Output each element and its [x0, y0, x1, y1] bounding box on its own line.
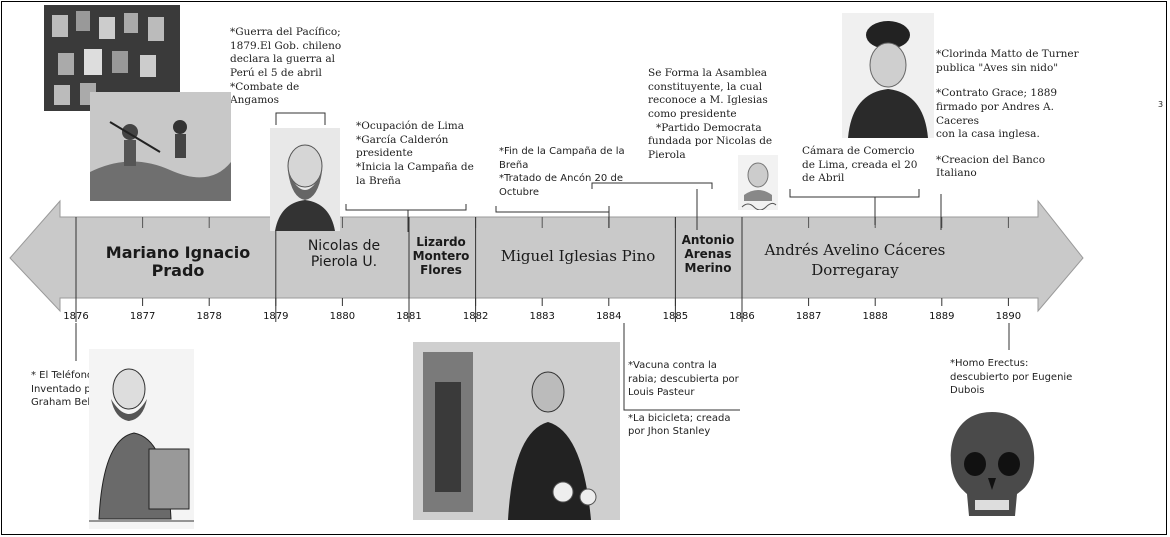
year-label: 1879: [263, 311, 289, 322]
event-paragraph: *La bicicleta; creada por Jhon Stanley: [628, 412, 753, 439]
event-line: la Breña: [356, 174, 401, 187]
year-label: 1887: [795, 311, 822, 322]
event-line: presidente: [356, 147, 413, 160]
year-label: 1880: [329, 311, 356, 322]
pasteur-laboratory-icon: [413, 342, 620, 520]
event-line: Graham Bell: [31, 397, 93, 408]
bearded-man-portrait-icon: [270, 128, 340, 231]
event-paragraph: *Clorinda Matto de Turner publica "Aves …: [936, 48, 1086, 75]
year-label: 1881: [396, 311, 422, 322]
bracket-guerra: [275, 112, 326, 125]
event-line: firmado por Andres A. Caceres: [936, 100, 1054, 127]
event-line: constituyente, la cual: [648, 80, 763, 93]
event-line: Cámara de Comercio: [802, 145, 915, 157]
event-clorinda-grace-banco: *Clorinda Matto de Turner publica "Aves …: [936, 48, 1086, 181]
event-line: *Fin de la Campaña de la: [499, 146, 625, 157]
telephone-inventor-engraving-icon: [89, 349, 194, 529]
event-line: 1879.El Gob. chileno: [230, 39, 342, 52]
event-line: Dubois: [950, 385, 985, 396]
battle-scene-icon: [90, 92, 231, 201]
event-paragraph: *Contrato Grace; 1889 firmado por Andres…: [936, 87, 1086, 142]
event-line: * El Teléfono.: [31, 370, 97, 381]
event-line: de Lima, creada el 20: [802, 158, 918, 171]
event-ocupacion-lima: *Ocupación de Lima *García Calderón pres…: [356, 120, 481, 188]
event-camara-comercio: Cámara de Comercio de Lima, creada el 20…: [802, 145, 924, 186]
year-label: 1885: [662, 311, 689, 322]
event-paragraph: *Vacuna contra la rabia; descubierta por…: [628, 359, 753, 400]
event-line: Breña: [499, 159, 529, 171]
event-homo-erectus: *Homo Erectus: descubierto por Eugenie D…: [950, 357, 1090, 398]
event-line: *Homo Erectus:: [950, 358, 1029, 369]
event-line: rabia; descubierta por: [628, 373, 739, 385]
event-line: *Tratado de Ancón 20 de: [499, 173, 623, 184]
event-line: por Jhon Stanley: [628, 426, 711, 437]
event-telefono: * El Teléfono. Inventado por Graham Bell: [31, 369, 121, 410]
event-line: publica "Aves sin nido": [936, 61, 1059, 74]
event-line: *Contrato Grace; 1889: [936, 87, 1058, 100]
bracket-ocupacion: [345, 204, 467, 211]
year-label: 1888: [862, 311, 888, 322]
event-line: con la casa inglesa.: [936, 128, 1040, 141]
event-line: *Creacion del Banco Italiano: [936, 153, 1046, 180]
era-label-iglesias: Miguel Iglesias Pino: [500, 247, 656, 265]
bracket-asamblea: [591, 182, 713, 189]
signature-portrait-icon: [738, 155, 778, 210]
event-line: Perú el 5 de abril: [230, 66, 322, 79]
era-label-caceres: Andrés Avelino Cáceres Dorregaray: [764, 241, 946, 280]
event-guerra-pacifico: *Guerra del Pacífico; 1879.El Gob. chile…: [230, 26, 345, 108]
event-line: fundada por Nicolas de: [648, 135, 773, 148]
year-label: 1882: [462, 311, 489, 322]
event-line: *Partido Democrata: [656, 121, 762, 134]
skull-icon: [945, 408, 1040, 526]
event-vacuna-bicicleta: *Vacuna contra la rabia; descubierta por…: [628, 359, 753, 439]
bracket-camara: [789, 189, 920, 198]
year-label: 1883: [529, 311, 555, 322]
era-label-pierola: Nicolas de Pierola U.: [307, 238, 381, 271]
event-line: de Abril: [802, 172, 845, 185]
era-dividers: [75, 217, 743, 322]
event-line: como presidente: [648, 107, 737, 120]
year-label: 1890: [995, 311, 1022, 322]
event-fin-campana: *Fin de la Campaña de la Breña *Tratado …: [499, 145, 639, 199]
bracket-campana: [495, 206, 610, 213]
event-line: Angamos: [230, 94, 279, 107]
era-label-prado: Mariano Ignacio Prado: [105, 243, 251, 281]
event-line: Octubre: [499, 186, 540, 198]
event-line: *Clorinda Matto de Turner: [936, 48, 1079, 60]
era-label-arenas: Antonio Arenas Merino: [681, 233, 735, 275]
year-label: 1889: [929, 311, 955, 322]
event-line: Inventado por: [31, 383, 101, 395]
era-label-montero: Lizardo Montero Flores: [412, 235, 470, 277]
event-line: Louis Pasteur: [628, 387, 695, 398]
stray-mark: 3: [1158, 100, 1164, 109]
event-line: *Combate de: [230, 80, 300, 93]
year-label: 1877: [129, 311, 156, 322]
connector-1885-down: [623, 323, 740, 411]
year-label: 1876: [63, 311, 89, 322]
event-line: *Vacuna contra la: [628, 360, 717, 371]
event-line: *Ocupación de Lima: [356, 120, 464, 132]
event-line: Se Forma la Asamblea: [648, 67, 768, 79]
event-asamblea: Se Forma la Asamblea constituyente, la c…: [648, 67, 778, 162]
event-line: reconoce a M. Iglesias: [648, 94, 768, 107]
event-line: Pierola: [648, 148, 686, 161]
year-label: 1886: [729, 311, 755, 322]
event-line: *La bicicleta; creada: [628, 412, 731, 424]
event-paragraph: *Creacion del Banco Italiano: [936, 154, 1086, 181]
year-label: 1878: [196, 311, 222, 322]
lady-with-hat-portrait-icon: [842, 13, 934, 138]
year-label: 1884: [596, 311, 622, 322]
event-line: descubierto por Eugenie: [950, 371, 1073, 383]
event-line: declara la guerra al: [230, 53, 335, 66]
event-line: *García Calderón: [356, 133, 449, 146]
event-line: *Inicia la Campaña de: [356, 160, 474, 173]
event-line: *Guerra del Pacífico;: [230, 26, 341, 38]
